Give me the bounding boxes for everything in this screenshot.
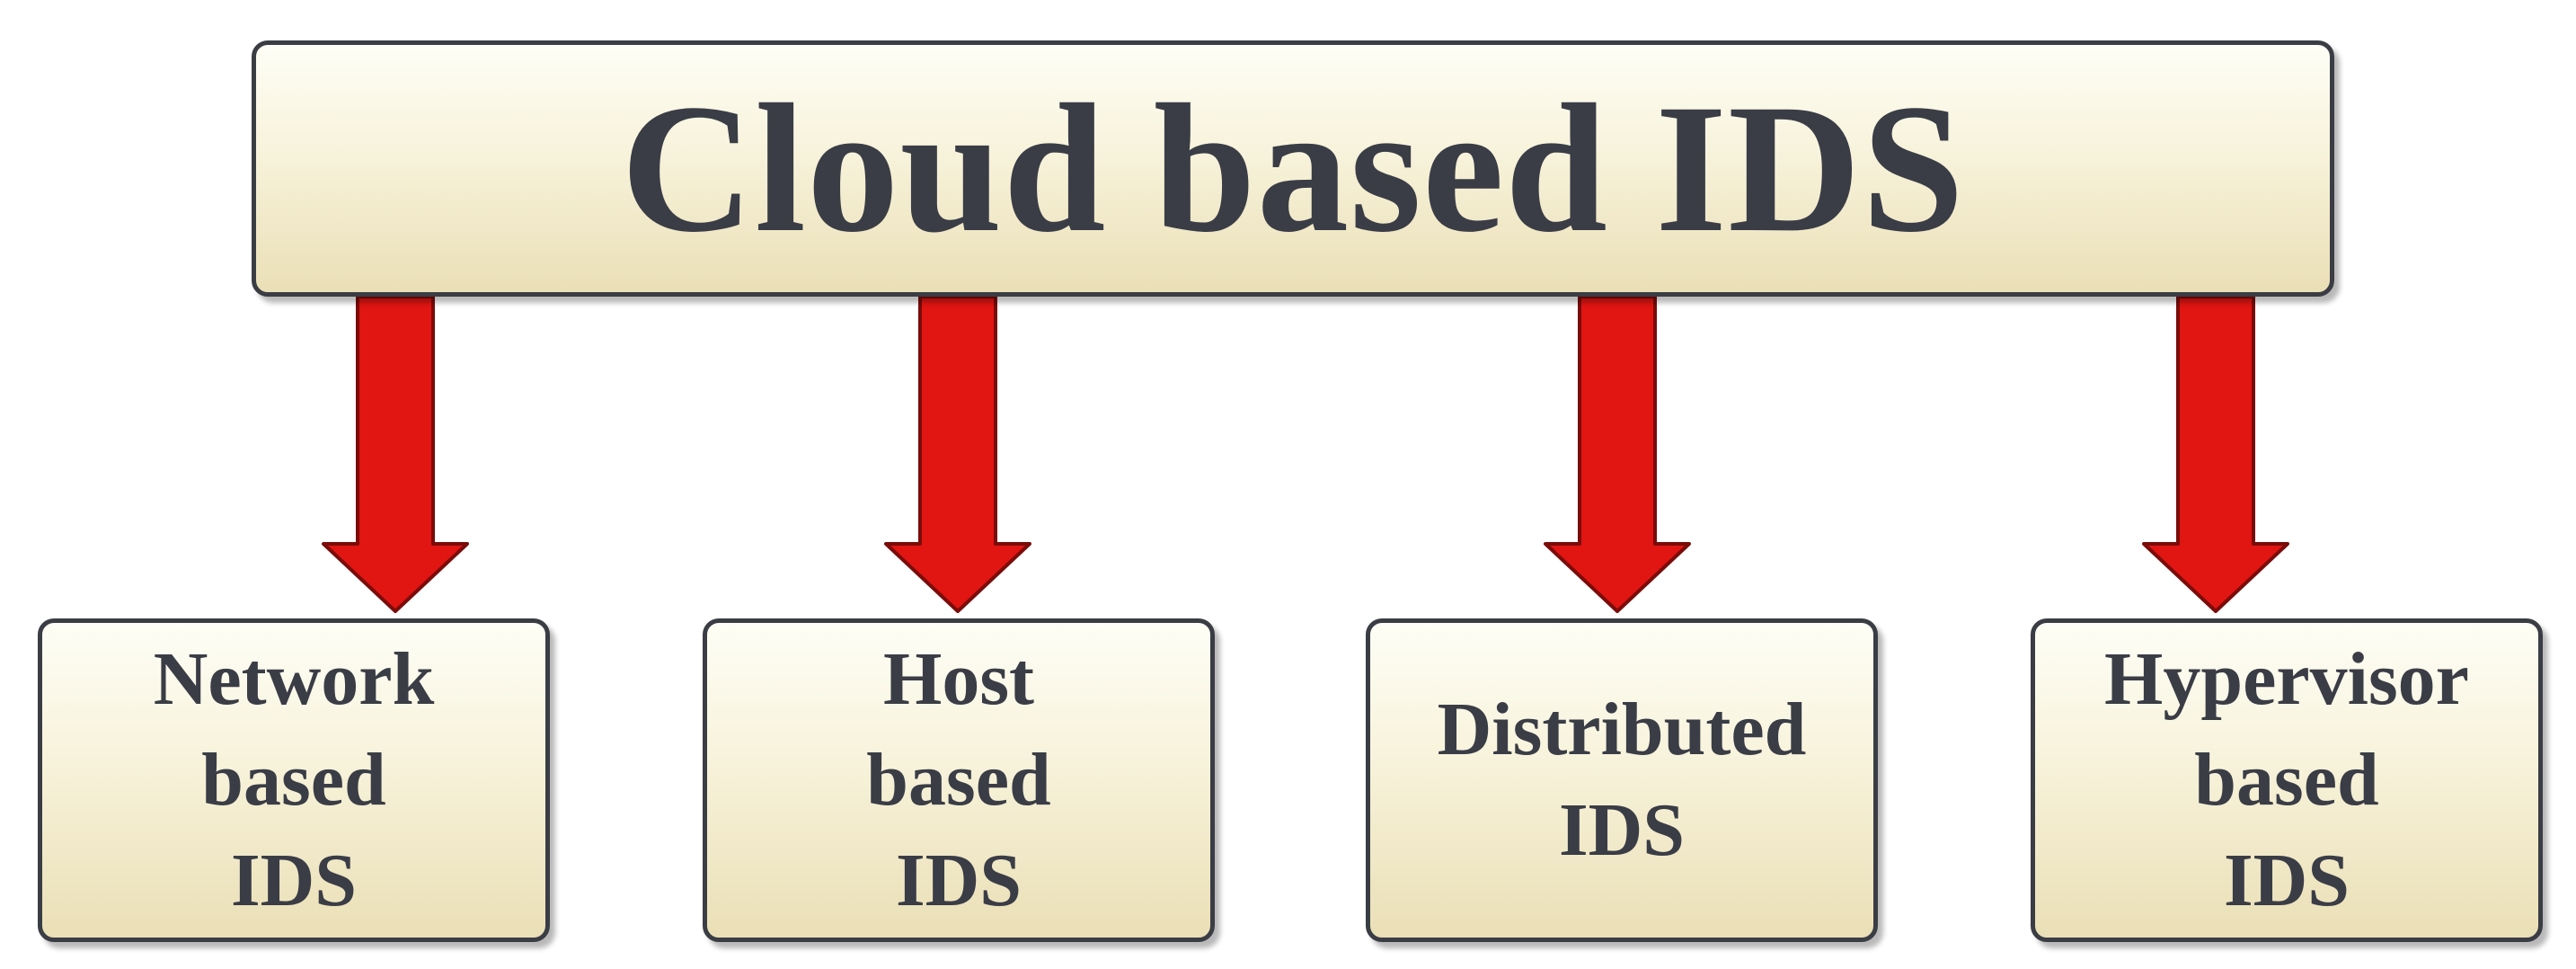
child-node-hypervisor-based-ids: Hypervisor based IDS xyxy=(2031,618,2543,942)
root-node-label: Cloud based IDS xyxy=(620,66,1966,271)
child-node-distributed-ids: Distributed IDS xyxy=(1366,618,1878,942)
root-node-cloud-based-ids: Cloud based IDS xyxy=(252,40,2334,297)
down-arrow-icon xyxy=(884,295,1031,613)
child-node-label: Distributed IDS xyxy=(1437,688,1807,872)
down-arrow-icon xyxy=(2142,295,2289,613)
down-arrow-icon xyxy=(322,295,469,613)
child-node-host-based-ids: Host based IDS xyxy=(703,618,1215,942)
child-node-label: Hypervisor based IDS xyxy=(2104,637,2469,922)
down-arrow-icon xyxy=(1544,295,1691,613)
child-node-label: Host based IDS xyxy=(866,637,1051,922)
child-node-label: Network based IDS xyxy=(153,637,435,922)
child-node-network-based-ids: Network based IDS xyxy=(38,618,550,942)
